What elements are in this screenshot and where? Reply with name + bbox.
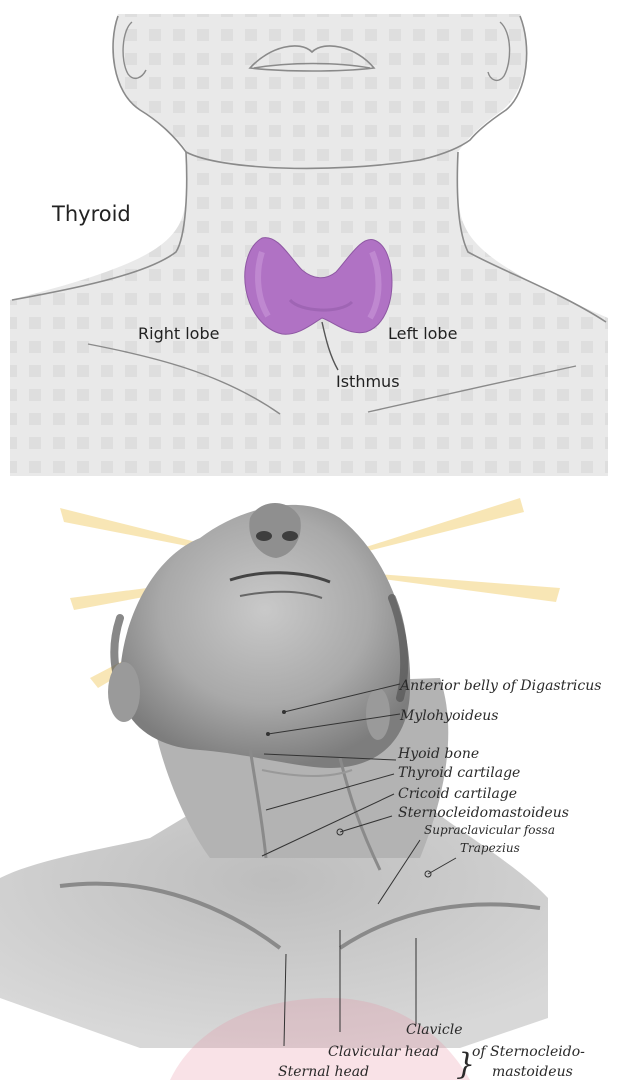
label-clavicular-head: Clavicular head: [328, 1044, 439, 1060]
label-of-sterno-line2: mastoideus: [492, 1064, 573, 1080]
right-lobe-label: Right lobe: [138, 324, 219, 343]
label-sternal-head: Sternal head: [278, 1064, 369, 1080]
diagram-title: Thyroid: [51, 202, 131, 226]
label-cricoid-cartilage: Cricoid cartilage: [398, 786, 517, 802]
label-clavicle: Clavicle: [406, 1022, 463, 1038]
left-ear: [366, 688, 390, 740]
label-thyroid-cartilage: Thyroid cartilage: [398, 765, 520, 781]
label-anterior-belly: Anterior belly of Digastricus: [398, 678, 601, 694]
label-hyoid-bone: Hyoid bone: [397, 746, 479, 762]
label-supraclavicular-fossa: Supraclavicular fossa: [424, 823, 555, 837]
label-trapezius: Trapezius: [460, 841, 520, 855]
neck-anatomy-canvas: Anterior belly of Digastricus Mylohyoide…: [0, 478, 632, 1080]
label-sternocleidomastoideus: Sternocleidomastoideus: [398, 805, 569, 821]
left-lobe-label: Left lobe: [388, 324, 457, 343]
thyroid-diagram-canvas: Thyroid Right lobe Left lobe Isthmus: [0, 0, 632, 478]
isthmus-label: Isthmus: [336, 372, 400, 391]
neck-anatomy-illustration: Anterior belly of Digastricus Mylohyoide…: [0, 478, 632, 1080]
thyroid-diagram: Thyroid Right lobe Left lobe Isthmus: [0, 0, 632, 478]
label-of-sterno-line1: of Sternocleido-: [472, 1044, 585, 1060]
right-ear: [108, 662, 140, 722]
label-mylohyoideus: Mylohyoideus: [399, 708, 498, 724]
